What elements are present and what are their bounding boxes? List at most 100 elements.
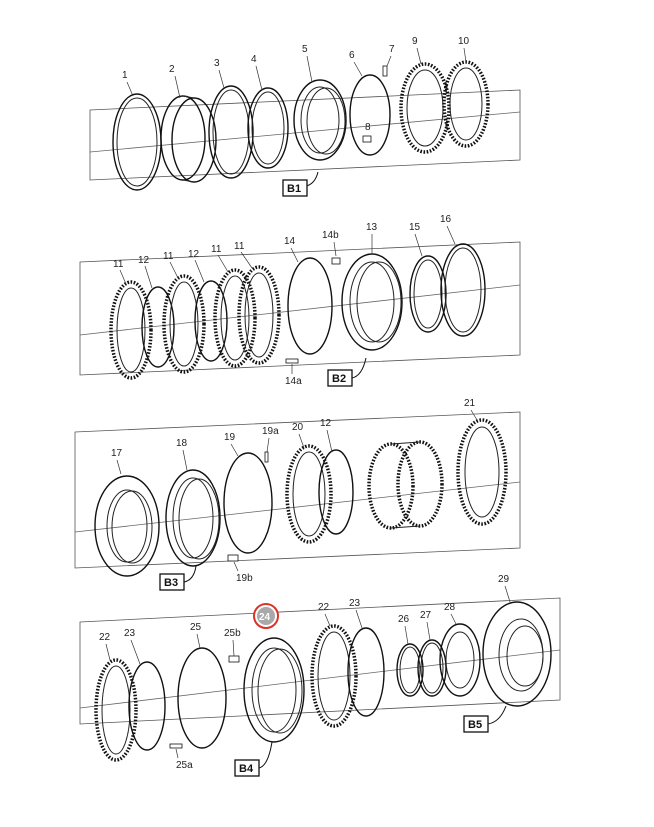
label-22a: 22	[99, 632, 111, 643]
part-28-spring-plate	[439, 623, 481, 697]
part-7-pin	[382, 65, 388, 77]
label-13: 13	[366, 222, 378, 233]
part-22-gear-disc	[94, 658, 138, 762]
part-14-spring-ring	[287, 257, 333, 355]
drum-spline-near	[367, 442, 415, 530]
label-5: 5	[302, 44, 308, 55]
label-29: 29	[498, 574, 510, 585]
part-9-gear-ring	[399, 62, 451, 154]
callout-box-b2	[327, 369, 353, 387]
part-1-snap-ring	[112, 93, 162, 191]
part-25a-pin	[169, 743, 183, 749]
label-14a: 14a	[285, 376, 302, 387]
callout-b4: B4	[239, 763, 254, 775]
part-12-disc	[141, 286, 175, 368]
part-21-gear-ring	[456, 418, 508, 526]
callout-box-b5	[463, 715, 489, 733]
row-1: 1 2 3 4 5 6 7 8 9 10 B1	[89, 36, 521, 197]
part-17-seal-plate	[94, 475, 160, 577]
callout-box-b4	[234, 759, 260, 777]
label-12a: 12	[138, 255, 150, 266]
label-9: 9	[412, 36, 418, 47]
label-11c: 11	[211, 244, 222, 255]
label-19a: 19a	[262, 426, 279, 437]
callout-b2: B2	[332, 373, 346, 385]
label-23b: 23	[349, 598, 361, 609]
label-2: 2	[169, 64, 175, 75]
label-25a: 25a	[176, 760, 193, 771]
label-14b: 14b	[322, 230, 339, 241]
label-19b: 19b	[236, 573, 253, 584]
label-24-highlighted[interactable]: 24	[259, 612, 271, 623]
part-18-hub	[165, 469, 221, 567]
label-17: 17	[111, 448, 123, 459]
label-8: 8	[365, 122, 371, 133]
label-12b: 12	[188, 249, 200, 260]
label-25b: 25b	[224, 628, 241, 639]
callout-box-b3	[159, 573, 185, 591]
label-4: 4	[251, 54, 257, 65]
part-25b-spring	[228, 655, 240, 663]
part-3-ring	[208, 85, 254, 179]
part-14b-spring	[331, 257, 341, 265]
part-12-disc-3	[318, 449, 354, 535]
part-24-pressure-plate	[243, 637, 305, 743]
row-2: 11 12 11 12 11 11 14 14b 13 15 16 14a B2	[79, 214, 521, 387]
part-27-ring	[417, 639, 447, 697]
row-3-frame	[74, 411, 521, 569]
label-22b: 22	[318, 602, 330, 613]
label-14: 14	[284, 236, 296, 247]
label-25: 25	[190, 622, 202, 633]
part-25-spring-ring	[177, 647, 227, 749]
drum-spline-far	[396, 440, 444, 528]
part-19-spring-ring	[223, 452, 273, 554]
label-1: 1	[122, 70, 128, 81]
label-3: 3	[214, 58, 220, 69]
callout-b1: B1	[287, 183, 301, 195]
row-4: 24 22 23 25 25b 22 23 26 27 28 29 25a B4…	[79, 574, 561, 777]
part-2-sleeve	[160, 95, 206, 181]
part-19a-pin	[264, 451, 269, 463]
callout-b5: B5	[468, 719, 482, 731]
part-10-gear-ring	[442, 60, 490, 148]
part-16-ring	[440, 243, 486, 337]
part-23-disc	[128, 661, 166, 751]
label-12c: 12	[320, 418, 332, 429]
label-26: 26	[398, 614, 410, 625]
part-11-gear-disc-2	[162, 274, 206, 374]
label-7: 7	[389, 44, 395, 55]
label-11a: 11	[113, 259, 124, 270]
part-8-spring	[362, 135, 372, 143]
label-11b: 11	[163, 251, 174, 262]
label-6: 6	[349, 50, 355, 61]
row-2-frame	[79, 241, 521, 376]
label-16: 16	[440, 214, 452, 225]
part-26-ring	[396, 643, 424, 697]
part-11-gear-disc	[109, 280, 153, 380]
label-19: 19	[224, 432, 236, 443]
part-22-gear-disc-2	[310, 624, 358, 728]
part-12-disc-2	[194, 280, 228, 362]
part-20-gear-disc	[285, 444, 333, 544]
part-4-ring	[247, 87, 289, 169]
part-23-disc-2	[347, 627, 385, 717]
label-10: 10	[458, 36, 470, 47]
callout-b3: B3	[164, 577, 178, 589]
part-15-ring	[409, 255, 447, 333]
label-20: 20	[292, 422, 304, 433]
part-29-piston	[482, 601, 552, 707]
part-19b-spring	[227, 554, 239, 562]
label-15: 15	[409, 222, 421, 233]
part-6-spring-ring	[349, 74, 391, 156]
row-4-frame	[79, 597, 561, 725]
label-18: 18	[176, 438, 188, 449]
label-23a: 23	[124, 628, 136, 639]
callout-box-b1	[282, 179, 308, 197]
label-27: 27	[420, 610, 432, 621]
label-11d: 11	[234, 241, 245, 252]
part-11-gear-disc-4	[237, 265, 281, 365]
row-1-frame	[89, 89, 521, 181]
label-21: 21	[464, 398, 476, 409]
part-5-hub	[293, 79, 347, 161]
